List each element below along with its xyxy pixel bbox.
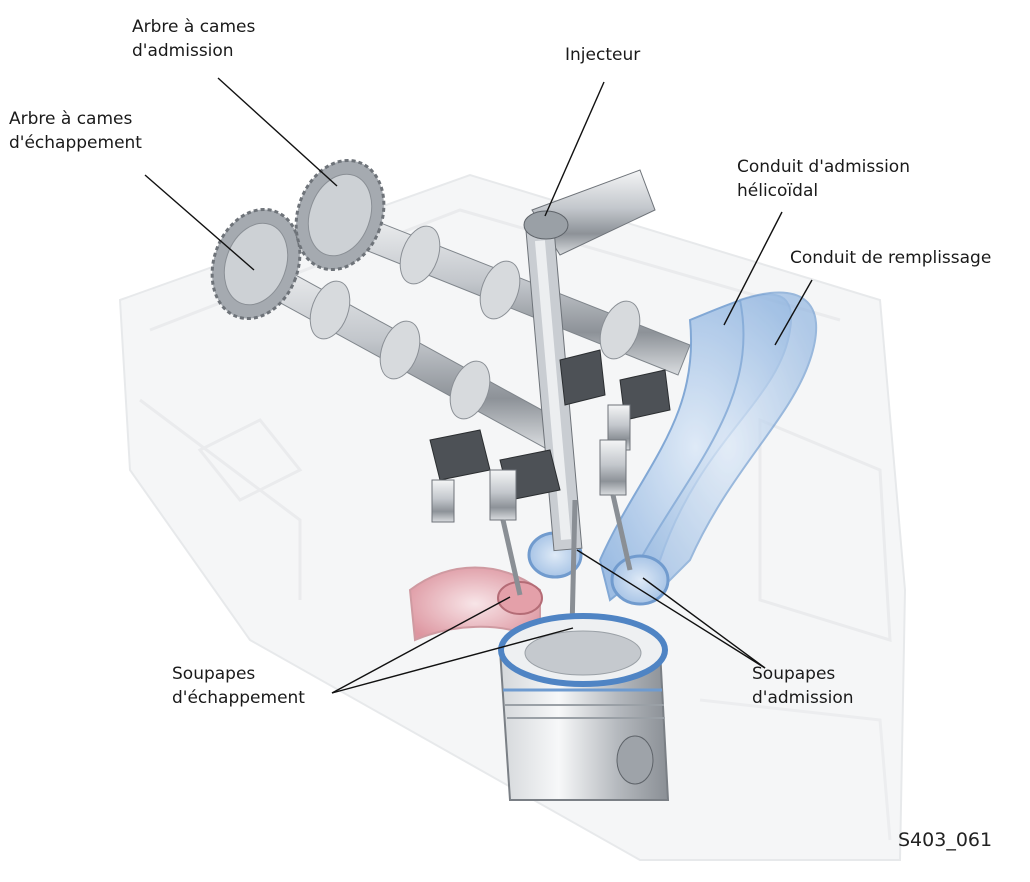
label-exhaust-valves: Soupapes d'échappement bbox=[172, 662, 305, 710]
label-exhaust-valves-line1: Soupapes bbox=[172, 662, 305, 686]
label-helical-intake-port-line1: Conduit d'admission bbox=[737, 155, 910, 179]
label-intake-valves-line2: d'admission bbox=[752, 686, 854, 710]
label-exhaust-valves-line2: d'échappement bbox=[172, 686, 305, 710]
label-helical-intake-port: Conduit d'admission hélicoïdal bbox=[737, 155, 910, 203]
label-filling-port: Conduit de remplissage bbox=[790, 246, 991, 270]
label-injector-text: Injecteur bbox=[565, 43, 640, 67]
label-exhaust-camshaft: Arbre à cames d'échappement bbox=[9, 107, 142, 155]
label-intake-camshaft: Arbre à cames d'admission bbox=[132, 15, 255, 63]
label-intake-camshaft-line2: d'admission bbox=[132, 39, 255, 63]
figure-reference-text: S403_061 bbox=[898, 828, 992, 852]
figure-reference: S403_061 bbox=[898, 828, 992, 852]
label-exhaust-camshaft-line2: d'échappement bbox=[9, 131, 142, 155]
label-intake-valves: Soupapes d'admission bbox=[752, 662, 854, 710]
label-exhaust-camshaft-line1: Arbre à cames bbox=[9, 107, 142, 131]
piston bbox=[500, 616, 668, 800]
leader-intake-camshaft bbox=[218, 78, 337, 186]
label-intake-valves-line1: Soupapes bbox=[752, 662, 854, 686]
label-injector: Injecteur bbox=[565, 43, 640, 67]
label-intake-camshaft-line1: Arbre à cames bbox=[132, 15, 255, 39]
label-helical-intake-port-line2: hélicoïdal bbox=[737, 179, 910, 203]
label-filling-port-text: Conduit de remplissage bbox=[790, 246, 991, 270]
